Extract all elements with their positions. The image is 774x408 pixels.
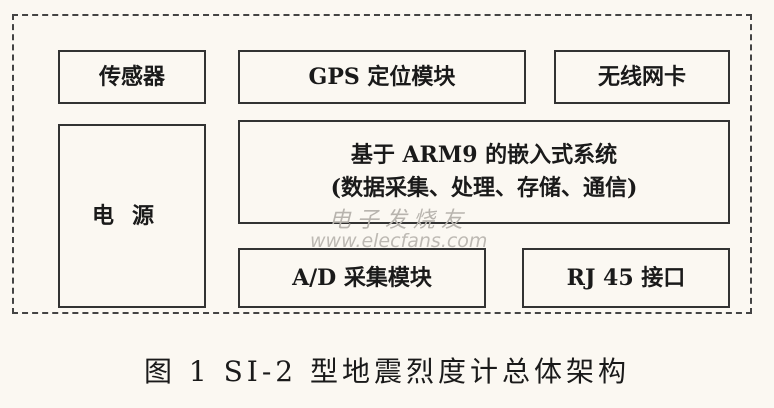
ad-acquisition-label: A/D 采集模块 (292, 264, 432, 291)
power-supply-label: 电源 (91, 202, 172, 229)
arm9-embedded-system-block: 基于 ARM9 的嵌入式系统 (数据采集、处理、存储、通信) (238, 120, 730, 224)
wireless-card-label: 无线网卡 (597, 63, 686, 90)
arm9-system-title: 基于 ARM9 的嵌入式系统 (350, 142, 618, 168)
arm9-system-functions: (数据采集、处理、存储、通信) (330, 175, 638, 201)
rj45-interface-label: RJ 45 接口 (566, 264, 686, 291)
system-boundary: 传感器 GPS 定位模块 无线网卡 电源 基于 ARM9 的嵌入式系统 (数据采… (12, 14, 752, 314)
ad-acquisition-block: A/D 采集模块 (238, 248, 486, 308)
rj45-interface-block: RJ 45 接口 (522, 248, 730, 308)
gps-module-block: GPS 定位模块 (238, 50, 526, 104)
gps-module-label: GPS 定位模块 (308, 63, 456, 90)
wireless-card-block: 无线网卡 (554, 50, 730, 104)
figure-caption: 图 1 SI-2 型地震烈度计总体架构 (143, 355, 631, 388)
power-supply-block: 电源 (58, 124, 206, 308)
sensor-label: 传感器 (98, 63, 165, 90)
sensor-block: 传感器 (58, 50, 206, 104)
